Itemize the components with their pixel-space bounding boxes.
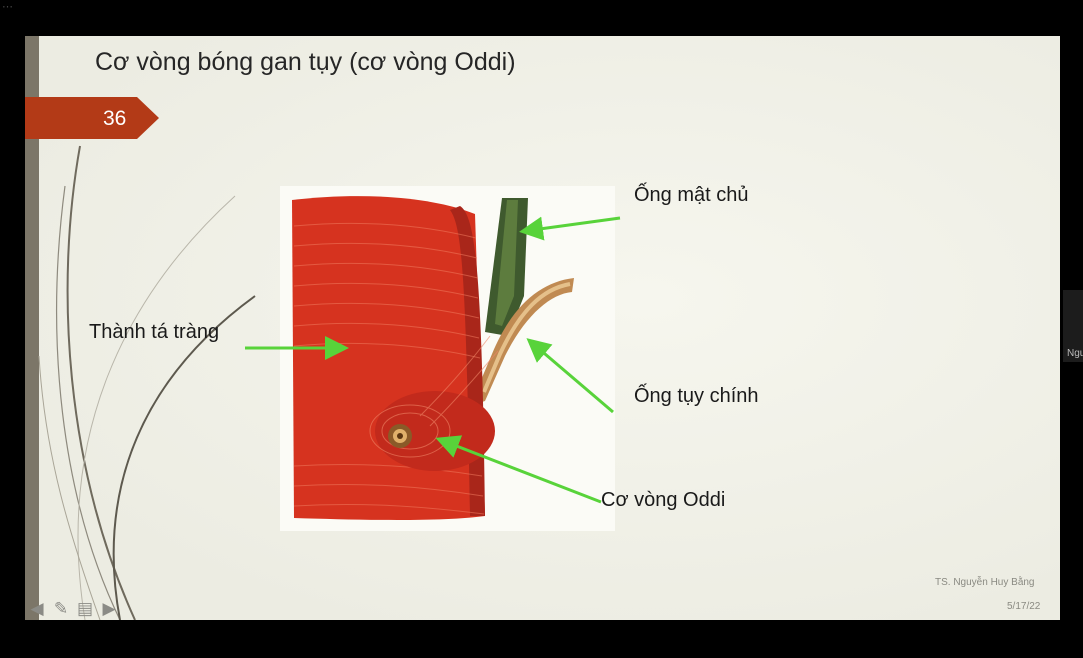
slide-left-bar — [25, 36, 39, 620]
arrow-main-pancreatic-duct — [526, 338, 614, 414]
pen-icon[interactable]: ✎ — [53, 599, 69, 618]
label-common-bile-duct: Ống mật chủ — [634, 184, 749, 206]
participant-name-fragment: Ngu — [1067, 348, 1083, 359]
menu-icon[interactable]: ▤ — [76, 599, 94, 618]
arrow-common-bile-duct — [519, 216, 621, 241]
next-icon[interactable]: ▶ — [102, 599, 116, 618]
label-main-pancreatic-duct: Ống tụy chính — [634, 385, 759, 407]
slide-number: 36 — [103, 107, 127, 130]
slide-footer-date: 5/17/22 — [1007, 601, 1041, 612]
slide-title: Cơ vòng bóng gan tụy (cơ vòng Oddi) — [95, 48, 516, 76]
slideshow-nav: ◀ ✎ ▤ ▶ — [27, 600, 119, 618]
label-sphincter-of-oddi: Cơ vòng Oddi — [601, 489, 726, 511]
label-arrows — [245, 216, 621, 504]
label-duodenal-wall: Thành tá tràng — [89, 321, 220, 343]
presentation-slide: Cơ vòng bóng gan tụy (cơ vòng Oddi) 36 — [25, 36, 1060, 620]
slide-footer-author: TS. Nguyễn Huy Bằng — [935, 577, 1035, 588]
slide-number-tag: 36 — [25, 97, 159, 139]
arrow-sphincter-of-oddi — [435, 435, 602, 504]
participant-side-tab[interactable]: Ngu — [1063, 290, 1083, 362]
window-corner: ⋯ — [2, 1, 13, 13]
prev-icon[interactable]: ◀ — [30, 599, 44, 618]
decorative-curves — [38, 145, 256, 620]
